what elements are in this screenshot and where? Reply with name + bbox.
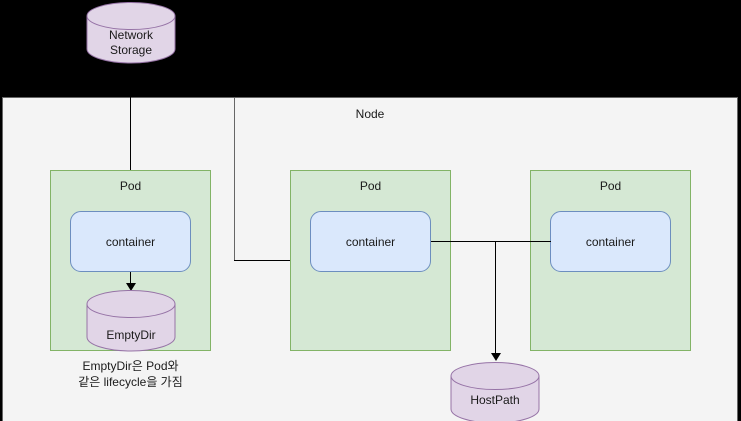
connector-middle-to-right-container [431, 241, 551, 242]
pod-left-label: Pod [119, 179, 142, 193]
container-right[interactable]: container [550, 211, 671, 272]
container-middle[interactable]: container [310, 211, 431, 272]
emptydir-caption: EmptyDir은 Pod와 같은 lifecycle을 가짐 [50, 358, 211, 390]
node-label: Node [355, 107, 385, 121]
connector-networkstorage-to-left-pod [130, 63, 131, 171]
connector-networkstorage-branch-horizontal [234, 260, 291, 261]
cylinder-icon [86, 290, 176, 352]
hostpath-cylinder[interactable]: HostPath [450, 362, 540, 421]
arrowhead-emptydir-icon [126, 283, 136, 291]
connector-left-container-to-emptydir [130, 272, 131, 285]
emptydir-caption-line2: 같은 lifecycle을 가짐 [78, 375, 183, 389]
arrowhead-hostpath-icon [491, 353, 501, 361]
pod-right-label: Pod [599, 179, 622, 193]
container-left[interactable]: container [70, 211, 191, 272]
cylinder-icon [450, 362, 540, 421]
pod-middle-label: Pod [359, 179, 382, 193]
connector-to-hostpath [495, 241, 496, 355]
connector-networkstorage-branch-vertical [234, 97, 235, 261]
cylinder-icon [86, 2, 176, 64]
network-storage-cylinder[interactable]: Network Storage [86, 2, 176, 64]
emptydir-cylinder[interactable]: EmptyDir [86, 290, 176, 352]
emptydir-caption-line1: EmptyDir은 Pod와 [82, 359, 179, 373]
